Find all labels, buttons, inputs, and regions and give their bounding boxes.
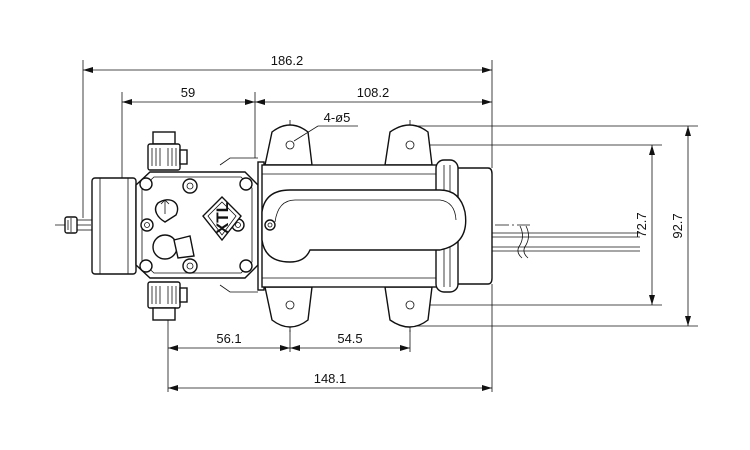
extension-lines bbox=[82, 60, 698, 392]
outlet-fitting bbox=[147, 131, 188, 171]
dim-overall-height: 92.7 bbox=[670, 213, 685, 238]
dim-mount-holes: 4-ø5 bbox=[324, 110, 351, 125]
dim-hole-spacing-horizontal: 54.5 bbox=[337, 331, 362, 346]
mounting-strap bbox=[261, 189, 467, 263]
dim-pump-head-length: 59 bbox=[181, 85, 195, 100]
wire-leads bbox=[492, 225, 640, 259]
logo-text: XTL bbox=[213, 202, 232, 234]
end-cap bbox=[91, 177, 137, 275]
mounting-lugs bbox=[264, 124, 433, 328]
dim-hole-spacing-vertical: 72.7 bbox=[634, 212, 649, 237]
dim-motor-length: 108.2 bbox=[357, 85, 390, 100]
dim-mount-span: 148.1 bbox=[314, 371, 347, 386]
pump-head bbox=[135, 171, 259, 279]
dim-overall-length: 186.2 bbox=[271, 53, 304, 68]
dim-hole-offset: 56.1 bbox=[216, 331, 241, 346]
inlet-fitting bbox=[147, 281, 188, 321]
dimension-lines bbox=[83, 67, 691, 391]
adjust-screw bbox=[64, 216, 92, 234]
